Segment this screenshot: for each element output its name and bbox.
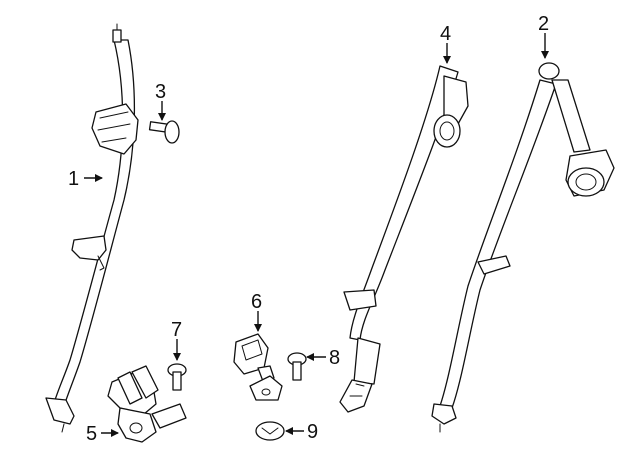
callout-6: 6 [251, 291, 262, 313]
seat-belt-assembly-left[interactable] [45, 23, 139, 433]
callout-9: 9 [307, 421, 318, 443]
buckle[interactable] [233, 333, 283, 401]
seat-belt-retractor-right[interactable] [431, 62, 615, 433]
callout-3: 3 [155, 81, 166, 103]
buckle-assembly[interactable] [107, 365, 187, 443]
callout-5: 5 [86, 423, 97, 445]
anchor-bolt[interactable] [148, 120, 180, 144]
callout-7: 7 [171, 319, 182, 341]
bolt-8[interactable] [287, 352, 307, 381]
callout-8: 8 [329, 347, 340, 369]
callout-2: 2 [538, 13, 549, 35]
nut[interactable] [255, 421, 285, 441]
callout-1: 1 [68, 168, 79, 190]
bolt-7[interactable] [167, 363, 187, 391]
callout-labels: 1 2 3 4 5 6 7 8 9 [68, 13, 549, 445]
callout-leaders [84, 33, 549, 437]
callout-4: 4 [440, 23, 451, 45]
seat-belt-assembly-center[interactable] [339, 65, 469, 413]
